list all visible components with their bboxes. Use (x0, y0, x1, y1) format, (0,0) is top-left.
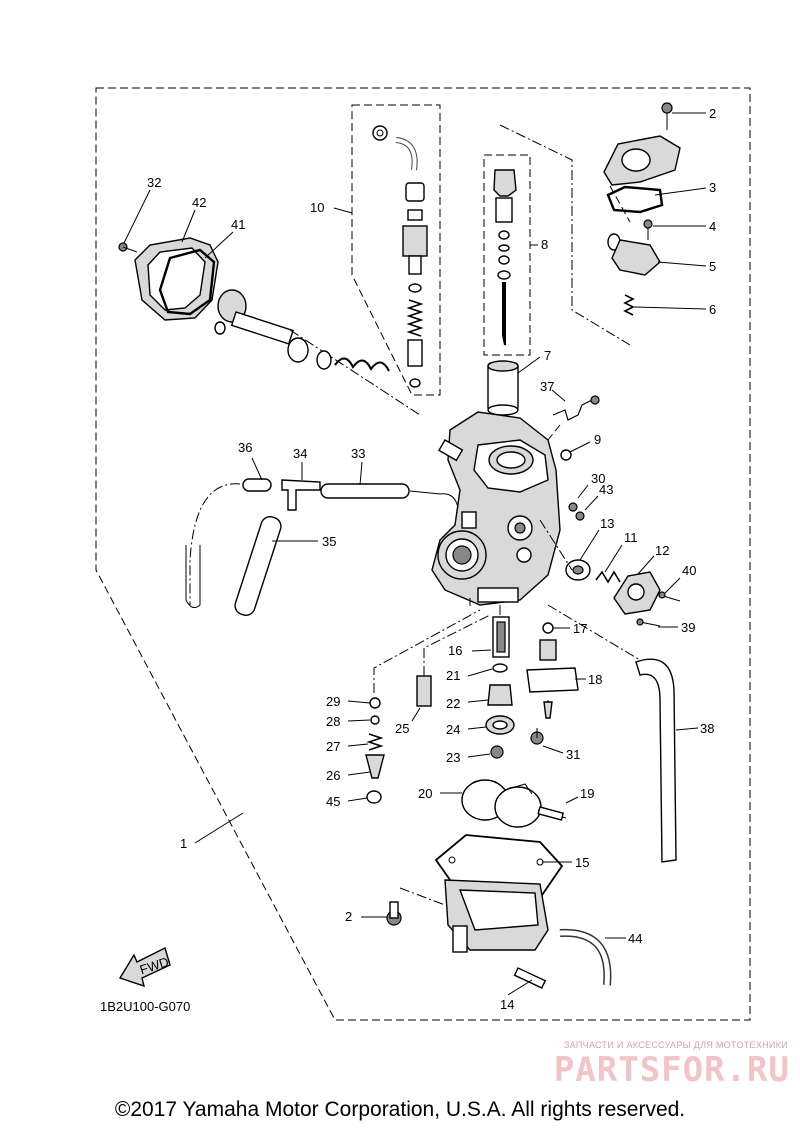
callout-22: 22 (446, 696, 460, 711)
fwd-label: FWD (138, 954, 171, 977)
callout-6: 6 (709, 302, 716, 317)
callout-33: 33 (351, 446, 365, 461)
diagram-code: 1B2U100-G070 (100, 999, 190, 1014)
callout-1: 1 (180, 836, 187, 851)
throttle-cover-group (603, 102, 681, 316)
drain-hose (547, 604, 677, 863)
callout-13: 13 (600, 516, 614, 531)
watermark-logo: PARTSFOR.RU (553, 1050, 790, 1090)
main-jet-stack (485, 605, 515, 759)
callout-36: 36 (238, 440, 252, 455)
callout-39: 39 (681, 620, 695, 635)
callout-23: 23 (446, 750, 460, 765)
subassembly-box-10 (351, 104, 441, 396)
callout-11: 11 (624, 530, 638, 545)
callout-3: 3 (709, 180, 716, 195)
callout-32: 32 (147, 175, 161, 190)
throttle-slide (487, 360, 519, 416)
starter-plunger-group (365, 609, 491, 804)
callout-44: 44 (628, 931, 642, 946)
callout-5: 5 (709, 259, 716, 274)
callout-20: 20 (418, 786, 432, 801)
callout-29: 29 (326, 694, 340, 709)
callout-40: 40 (682, 563, 696, 578)
pilot-screw-group (547, 395, 600, 461)
callout-38: 38 (700, 721, 714, 736)
callout-16: 16 (448, 643, 462, 658)
callout-2b: 2 (345, 909, 352, 924)
copyright-notice: ©2017 Yamaha Motor Corporation, U.S.A. A… (114, 1098, 686, 1121)
callout-17: 17 (573, 621, 587, 636)
callout-35: 35 (322, 534, 336, 549)
callout-27: 27 (326, 739, 340, 754)
callout-25: 25 (395, 721, 409, 736)
callout-12: 12 (655, 543, 669, 558)
float-bowl-group (386, 834, 612, 989)
callouts: 1 2 2 3 4 5 6 7 8 10 9 11 12 13 14 15 16 (123, 106, 716, 1012)
jet-needle-group (493, 169, 517, 346)
callout-37: 37 (540, 379, 554, 394)
callout-15: 15 (575, 855, 589, 870)
subassembly-box-5 (499, 124, 631, 346)
fwd-arrow-icon: FWD (118, 946, 171, 988)
assembly-boundary (95, 87, 751, 1021)
callout-41: 41 (231, 217, 245, 232)
callout-34: 34 (293, 446, 307, 461)
callout-26: 26 (326, 768, 340, 783)
callout-43: 43 (599, 482, 613, 497)
callout-24: 24 (446, 722, 460, 737)
callout-4: 4 (709, 219, 716, 234)
callout-31: 31 (566, 747, 580, 762)
cable-adjuster-group (372, 125, 428, 388)
subassembly-box-8 (483, 154, 531, 356)
callout-21: 21 (446, 668, 460, 683)
callout-19: 19 (580, 786, 594, 801)
callout-8: 8 (541, 237, 548, 252)
callout-18: 18 (588, 672, 602, 687)
callout-28: 28 (326, 714, 340, 729)
callout-2: 2 (709, 106, 716, 121)
callout-45: 45 (326, 794, 340, 809)
vent-hose-group (185, 478, 459, 616)
accelerator-pump-group (539, 502, 681, 627)
float-valve-group (526, 622, 579, 745)
carburetor-body (431, 411, 561, 606)
watermark-tagline: ЗАПЧАСТИ И АКСЕССУАРЫ ДЛЯ МОТОТЕХНИКИ (563, 1040, 788, 1050)
callout-30: 30 (591, 471, 605, 486)
float-assembly (461, 779, 567, 828)
callout-9: 9 (594, 432, 601, 447)
callout-10: 10 (310, 200, 324, 215)
cover-group (118, 237, 421, 416)
callout-7: 7 (544, 348, 551, 363)
callout-14: 14 (500, 997, 514, 1012)
callout-42: 42 (192, 195, 206, 210)
